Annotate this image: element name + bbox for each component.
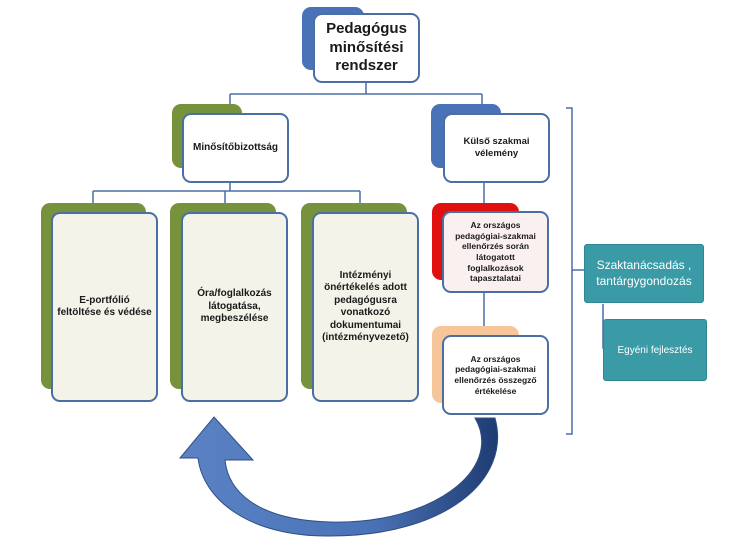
development-box: Egyéni fejlesztés xyxy=(603,319,707,381)
item-eportfolio-text: E-portfólió feltöltése és védése xyxy=(57,294,152,319)
inspection-summary-box: Az országos pedagógiai-szakmai ellenőrzé… xyxy=(442,335,549,415)
inspection-visits-text: Az országos pedagógiai-szakmai ellenőrzé… xyxy=(455,220,536,284)
external-opinion-box: Külső szakmai vélemény xyxy=(443,113,550,183)
item-self-evaluation: Intézményi önértékelés adott pedagógusra… xyxy=(312,212,419,402)
inspection-summary-text: Az országos pedagógiai-szakmai ellenőrzé… xyxy=(454,353,537,396)
development-text: Egyéni fejlesztés xyxy=(617,344,693,356)
item-self-evaluation-text: Intézményi önértékelés adott pedagógusra… xyxy=(322,269,409,344)
consulting-box: Szaktanácsadás , tantárgygondozás xyxy=(584,244,704,303)
bracket xyxy=(566,107,584,435)
item-lesson-visit: Óra/foglalkozás látogatása, megbeszélése xyxy=(181,212,288,402)
committee-label: Minősítőbizottság xyxy=(193,141,278,153)
external-opinion-label: Külső szakmai vélemény xyxy=(463,136,530,159)
title-box: Pedagógus minősítési rendszer xyxy=(313,13,420,83)
committee-box: Minősítőbizottság xyxy=(182,113,289,183)
connector-root-to-branches xyxy=(229,82,483,112)
item-eportfolio: E-portfólió feltöltése és védése xyxy=(51,212,158,402)
consulting-text: Szaktanácsadás , tantárgygondozás xyxy=(596,257,692,288)
item-lesson-visit-text: Óra/foglalkozás látogatása, megbeszélése xyxy=(197,288,272,325)
connector-left-to-items xyxy=(92,182,361,212)
inspection-visits-box: Az országos pedagógiai-szakmai ellenőrzé… xyxy=(442,211,549,293)
cycle-arrow xyxy=(178,416,499,537)
title-text: Pedagógus minősítési rendszer xyxy=(326,19,407,75)
